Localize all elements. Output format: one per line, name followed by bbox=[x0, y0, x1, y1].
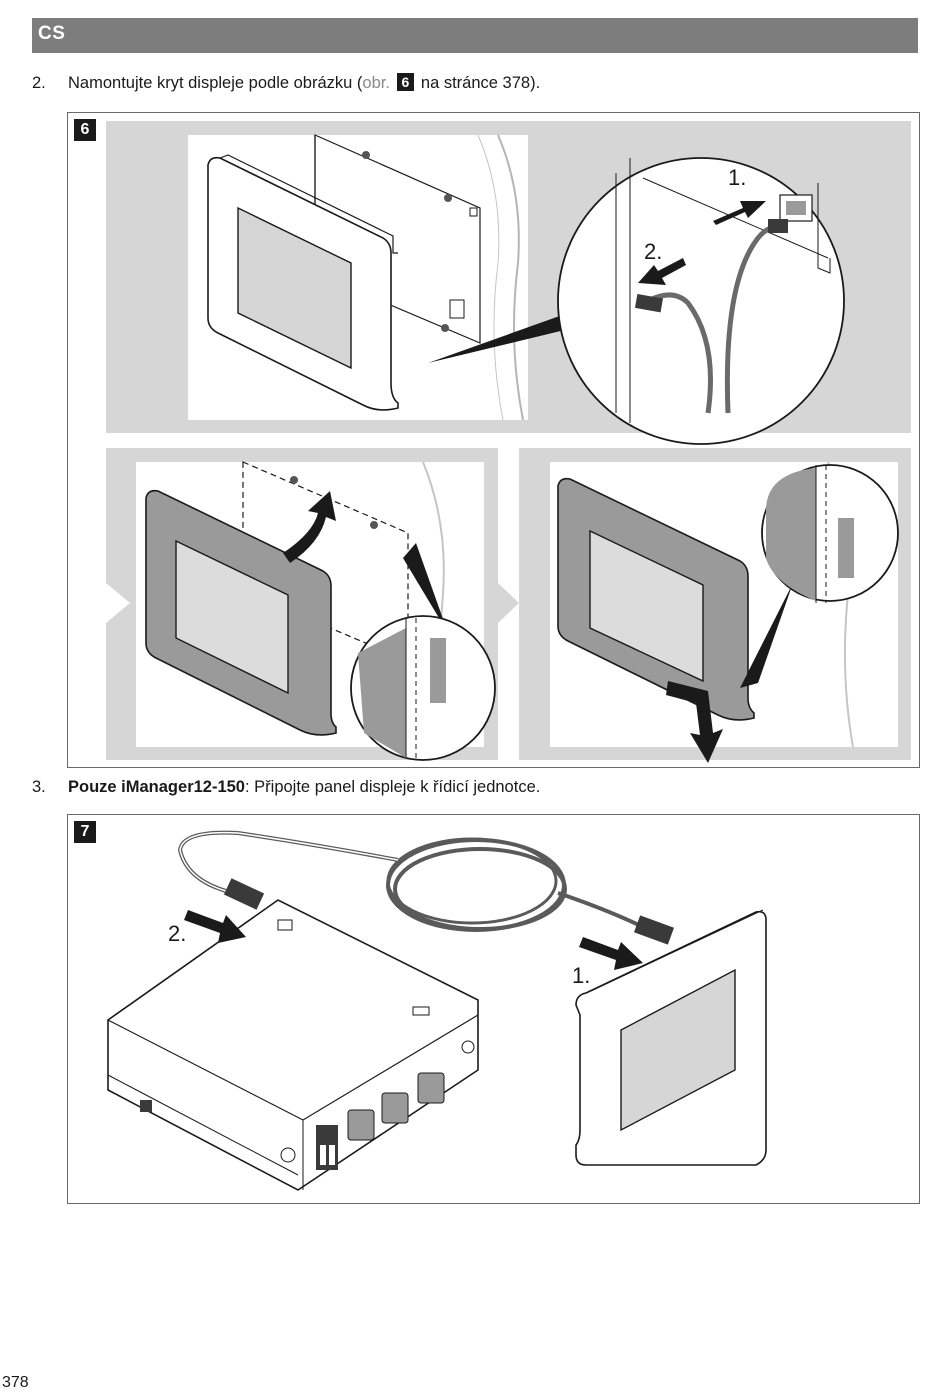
figure-6: 6 1. 2. bbox=[67, 112, 920, 768]
wall-edge bbox=[497, 134, 524, 421]
step-text-before: Namontujte kryt displeje podle obrázku ( bbox=[68, 74, 363, 92]
control-unit bbox=[107, 899, 479, 1191]
language-code: CS bbox=[38, 23, 66, 44]
step-number: 3. bbox=[32, 778, 46, 796]
arrow-2 bbox=[638, 258, 686, 285]
arrow-1 bbox=[579, 937, 643, 970]
figure-7-illustration: 2. 1. bbox=[107, 830, 767, 1191]
figure-badge: 7 bbox=[74, 821, 96, 843]
page-number: 378 bbox=[2, 1374, 29, 1391]
step-text: Namontujte kryt displeje podle obrázku (… bbox=[68, 73, 540, 93]
arrow-up-right bbox=[283, 491, 336, 563]
callout-2: 2. bbox=[644, 239, 662, 264]
callout-1: 1. bbox=[728, 165, 746, 190]
arrow-down bbox=[666, 681, 723, 763]
figure-badge: 6 bbox=[74, 119, 96, 141]
callout-2: 2. bbox=[168, 921, 186, 946]
figure-ref-badge: 6 bbox=[396, 73, 415, 91]
figure-7: 7 2. 1. bbox=[67, 814, 920, 1204]
callout-1: 1. bbox=[572, 963, 590, 988]
figure-6-illustration: 1. 2. bbox=[106, 121, 911, 763]
display-screen bbox=[237, 206, 352, 370]
step-number: 2. bbox=[32, 74, 46, 92]
step-text: Pouze iManager12-150: Připojte panel dis… bbox=[68, 777, 540, 797]
figure-reference-link[interactable]: obr. bbox=[362, 74, 390, 92]
display-screen bbox=[620, 968, 736, 1132]
step-text-after: na stránce 378). bbox=[416, 74, 541, 92]
product-name: Pouze iManager12-150 bbox=[68, 778, 245, 796]
arrow-2 bbox=[184, 910, 246, 943]
language-header-bar: CS bbox=[32, 18, 918, 53]
step-text-after: : Připojte panel displeje k řídicí jedno… bbox=[245, 778, 541, 796]
arrow-1 bbox=[713, 201, 766, 225]
cable-glands bbox=[347, 1072, 445, 1141]
